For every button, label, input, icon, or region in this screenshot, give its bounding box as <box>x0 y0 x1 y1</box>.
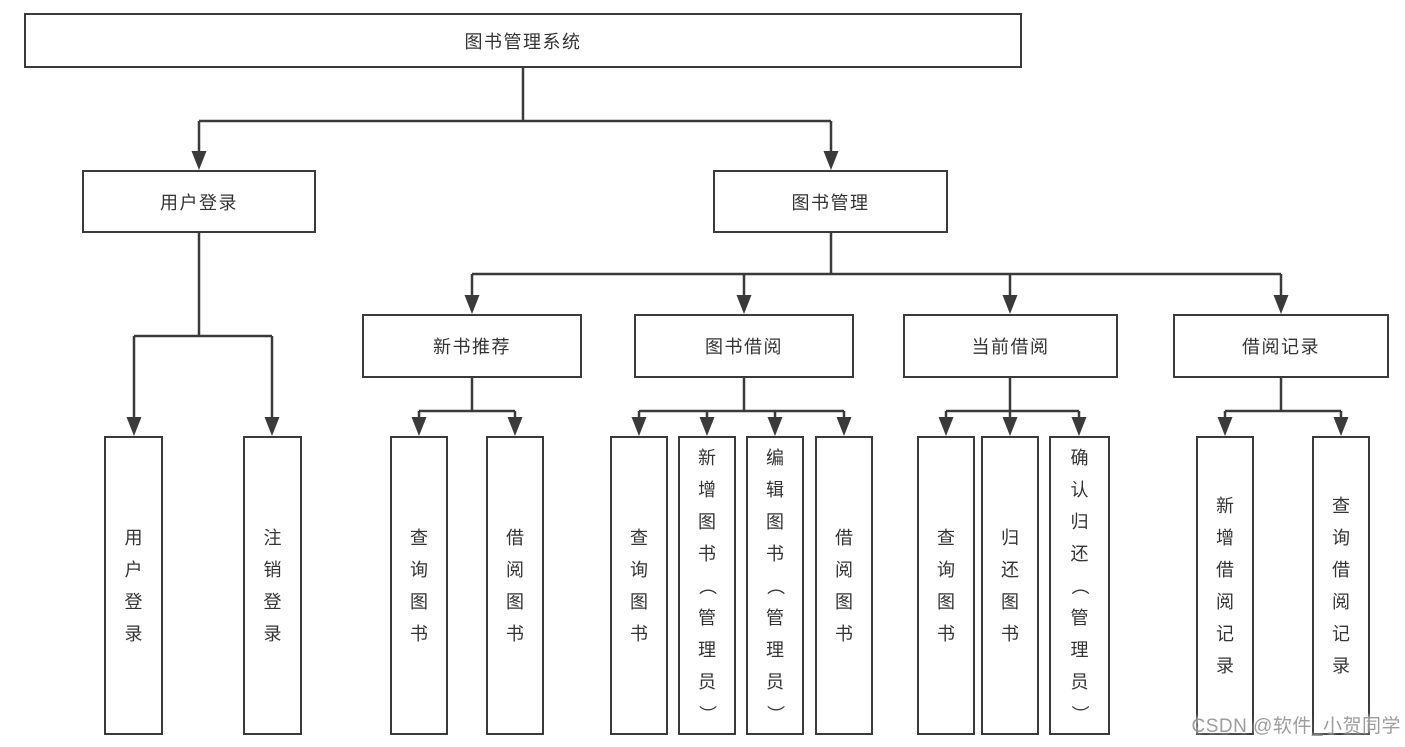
leaf-confirm-return-admin: 确认归还（管理员） <box>1049 436 1110 735</box>
node-book-borrowing: 图书借阅 <box>634 314 854 378</box>
leaf-add-borrow-record: 新增借阅记录 <box>1196 436 1254 735</box>
leaf-search-borrow-record: 查询借阅记录 <box>1312 436 1370 735</box>
csdn-watermark: CSDN @软件_小贺同学 <box>1191 716 1401 737</box>
node-library-management-system: 图书管理系统 <box>24 13 1022 68</box>
leaf-logout: 注销登录 <box>243 436 302 735</box>
leaf-borrow-books: 借阅图书 <box>815 436 873 735</box>
leaf-return-books: 归还图书 <box>981 436 1039 735</box>
node-book-management: 图书管理 <box>713 170 948 233</box>
node-new-book-recommend: 新书推荐 <box>362 314 582 378</box>
arrowheads <box>126 151 1349 436</box>
node-current-borrowing: 当前借阅 <box>903 314 1118 378</box>
leaf-add-books-admin: 新增图书（管理员） <box>678 436 736 735</box>
leaf-edit-books-admin: 编辑图书（管理员） <box>746 436 804 735</box>
leaf-user-login: 用户登录 <box>104 436 163 735</box>
leaf-search-books-recommend: 查询图书 <box>390 436 448 735</box>
node-borrowing-records: 借阅记录 <box>1173 314 1389 378</box>
leaf-search-books-borrow: 查询图书 <box>610 436 668 735</box>
leaf-borrow-books-recommend: 借阅图书 <box>486 436 544 735</box>
leaf-search-books-current: 查询图书 <box>917 436 975 735</box>
node-user-login: 用户登录 <box>82 170 316 233</box>
